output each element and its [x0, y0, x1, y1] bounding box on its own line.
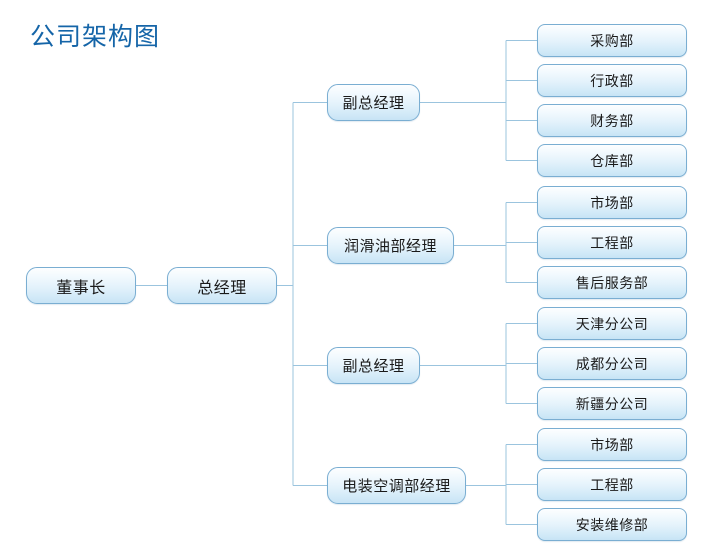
- node-department-3-3-label: 新疆分公司: [575, 396, 649, 413]
- node-department-4-2-label: 工程部: [590, 477, 634, 494]
- node-department-1-2-label: 行政部: [590, 73, 634, 90]
- node-department-1-4[interactable]: 仓库部: [537, 144, 687, 177]
- node-chairman[interactable]: 董事长: [26, 267, 136, 304]
- node-department-2-3-label: 售后服务部: [575, 275, 649, 292]
- page-title: 公司架构图: [30, 22, 161, 51]
- node-department-2-2-label: 工程部: [590, 235, 634, 252]
- node-manager-3-label: 副总经理: [342, 357, 405, 375]
- node-department-4-2[interactable]: 工程部: [537, 468, 687, 501]
- node-department-1-4-label: 仓库部: [590, 153, 634, 170]
- node-department-4-1[interactable]: 市场部: [537, 428, 687, 461]
- node-manager-1[interactable]: 副总经理: [327, 84, 420, 121]
- node-department-3-2[interactable]: 成都分公司: [537, 347, 687, 380]
- node-department-3-2-label: 成都分公司: [575, 356, 649, 373]
- node-department-1-1-label: 采购部: [590, 33, 634, 50]
- node-department-1-2[interactable]: 行政部: [537, 64, 687, 97]
- node-department-2-3[interactable]: 售后服务部: [537, 266, 687, 299]
- node-chairman-label: 董事长: [56, 277, 106, 297]
- node-department-3-1[interactable]: 天津分公司: [537, 307, 687, 340]
- node-manager-1-label: 副总经理: [342, 94, 405, 112]
- node-manager-2-label: 润滑油部经理: [343, 237, 437, 255]
- node-general-manager-label: 总经理: [197, 277, 247, 297]
- node-department-2-1[interactable]: 市场部: [537, 186, 687, 219]
- node-manager-4-label: 电装空调部经理: [342, 477, 451, 495]
- node-department-1-1[interactable]: 采购部: [537, 24, 687, 57]
- node-department-2-1-label: 市场部: [590, 195, 634, 212]
- node-department-1-3[interactable]: 财务部: [537, 104, 687, 137]
- node-department-1-3-label: 财务部: [590, 113, 634, 130]
- node-department-3-3[interactable]: 新疆分公司: [537, 387, 687, 420]
- node-department-4-3[interactable]: 安装维修部: [537, 508, 687, 541]
- node-manager-2[interactable]: 润滑油部经理: [327, 227, 454, 264]
- node-department-4-3-label: 安装维修部: [575, 517, 649, 534]
- node-manager-4[interactable]: 电装空调部经理: [327, 467, 466, 504]
- node-department-3-1-label: 天津分公司: [575, 316, 649, 333]
- node-department-4-1-label: 市场部: [590, 437, 634, 454]
- node-department-2-2[interactable]: 工程部: [537, 226, 687, 259]
- node-general-manager[interactable]: 总经理: [167, 267, 277, 304]
- node-manager-3[interactable]: 副总经理: [327, 347, 420, 384]
